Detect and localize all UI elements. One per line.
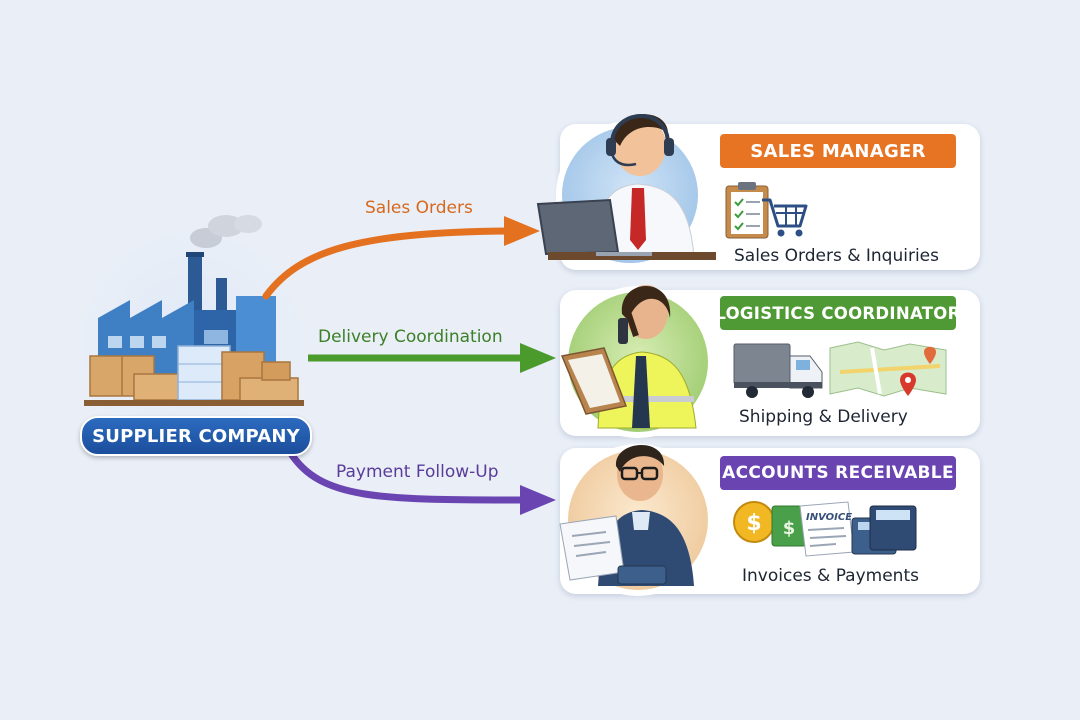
laptop-icon: [536, 198, 716, 260]
factory-icon: [74, 212, 310, 448]
invoice-document-icon: [799, 501, 855, 557]
role-title-accounts-receivable: ACCOUNTS RECEIVABLE: [720, 456, 956, 490]
svg-text:$: $: [783, 518, 796, 539]
flow-label-sales-orders: Sales Orders: [365, 198, 473, 218]
role-title-logistics-coordinator: LOGISTICS COORDINATOR: [715, 296, 960, 330]
role-caption-accounts-receivable: Invoices & Payments: [742, 566, 919, 586]
calculator-icon: [617, 565, 667, 585]
shopping-cart-icon: [762, 198, 808, 237]
clipboard-checklist-icon: [725, 182, 769, 239]
role-caption-logistics-coordinator: Shipping & Delivery: [739, 407, 908, 427]
svg-text:$: $: [746, 511, 761, 536]
clipboard-icon: [560, 347, 628, 415]
supplier-company-label: SUPPLIER COMPANY: [92, 425, 300, 447]
flow-arrow-payment-follow-up: [286, 448, 556, 515]
calculator-desk-icon: [851, 505, 917, 555]
dollar-bill-icon: $: [771, 505, 807, 547]
document-held-icon: [559, 515, 625, 581]
flow-label-delivery-coordination: Delivery Coordination: [318, 327, 503, 347]
delivery-truck-icon: [733, 343, 823, 398]
role-caption-sales-manager: Sales Orders & Inquiries: [734, 246, 939, 266]
dollar-coin-icon: $: [733, 501, 775, 543]
supplier-company-badge: SUPPLIER COMPANY: [80, 416, 312, 456]
flow-arrow-delivery-coordination: [308, 343, 556, 373]
map-pin-icon: [829, 341, 947, 397]
flow-arrow-sales-orders: [262, 216, 540, 300]
invoice-document-label: INVOICE: [806, 512, 853, 523]
flow-label-payment-follow-up: Payment Follow-Up: [336, 462, 499, 482]
role-title-sales-manager: SALES MANAGER: [720, 134, 956, 168]
